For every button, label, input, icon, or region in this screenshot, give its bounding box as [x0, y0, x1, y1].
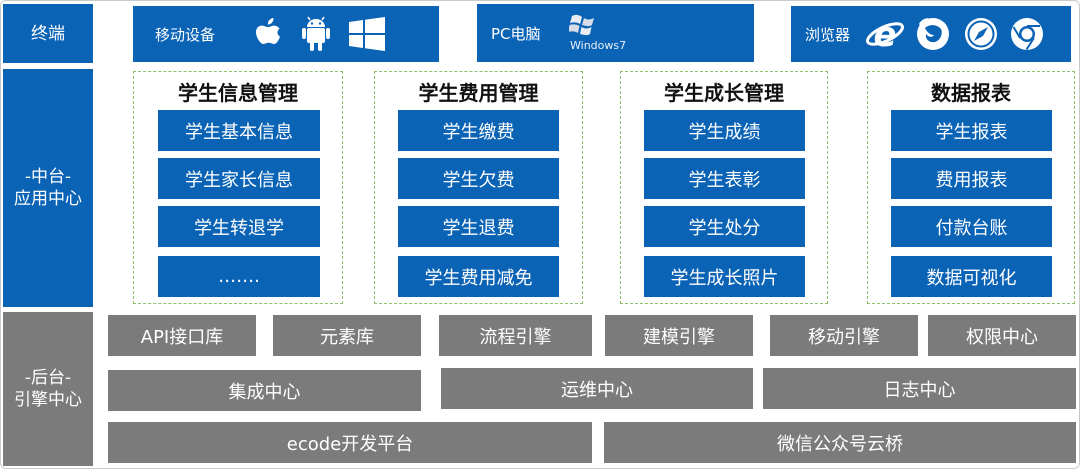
module-title-student-fee: 学生费用管理: [418, 80, 539, 105]
module-item: 学生缴费: [398, 110, 559, 151]
engine-ecode-platform: ecode开发平台: [108, 422, 592, 463]
svg-text:e: e: [873, 15, 896, 54]
module-item: 付款台账: [891, 206, 1052, 247]
row-label-terminal-text: 终端: [31, 23, 65, 44]
engine-ops-center: 运维中心: [441, 368, 753, 409]
chrome-icon: [1009, 16, 1045, 52]
engine-permission-center: 权限中心: [928, 315, 1076, 356]
module-item: 费用报表: [891, 158, 1052, 199]
ie-icon: e: [865, 14, 905, 54]
module-item: 学生成长照片: [644, 256, 805, 297]
engine-modeling: 建模引擎: [605, 315, 753, 356]
engine-log-center: 日志中心: [763, 368, 1076, 409]
engine-workflow: 流程引擎: [439, 315, 592, 356]
module-item: 学生欠费: [398, 158, 559, 199]
module-item: 学生成绩: [644, 110, 805, 151]
row-label-middle: -中台- 应用中心: [3, 69, 93, 307]
module-student-info: [133, 71, 343, 304]
module-item: 学生家长信息: [158, 158, 320, 199]
android-icon: [301, 15, 331, 53]
row-label-backend-line2: 引擎中心: [14, 390, 82, 410]
safari-icon: [963, 16, 999, 52]
module-item: 学生基本信息: [158, 110, 320, 151]
engine-integration-center: 集成中心: [108, 370, 421, 411]
module-item: 学生处分: [644, 206, 805, 247]
windows-icon: [349, 17, 385, 51]
module-item: 学生报表: [891, 110, 1052, 151]
engine-element-library: 元素库: [273, 315, 421, 356]
client-mobile-label: 移动设备: [155, 25, 216, 44]
row-label-terminal: 终端: [3, 4, 93, 63]
row-label-middle-line2: 应用中心: [14, 189, 82, 209]
module-title-student-info: 学生信息管理: [178, 80, 298, 105]
row-label-backend-line1: -后台-: [24, 368, 72, 388]
windows7-badge: Windows7: [570, 39, 627, 52]
module-data-report: [867, 71, 1075, 304]
module-item: 学生费用减免: [398, 256, 559, 297]
client-pc-label: PC电脑: [491, 24, 541, 43]
client-browser: 浏览器 e: [791, 6, 1071, 62]
module-item: …….: [158, 256, 320, 297]
windows-flag-icon: [569, 12, 599, 38]
client-mobile: 移动设备: [133, 6, 439, 62]
row-label-middle-line1: -中台-: [24, 167, 72, 187]
apple-icon: [253, 16, 283, 52]
module-title-student-growth: 学生成长管理: [664, 80, 784, 105]
engine-mobile: 移动引擎: [770, 315, 918, 356]
module-item: 学生表彰: [644, 158, 805, 199]
module-item: 学生退费: [398, 206, 559, 247]
module-item: 学生转退学: [158, 206, 320, 247]
client-browser-label: 浏览器: [805, 25, 851, 44]
engine-api-library: API接口库: [108, 315, 256, 356]
module-student-fee: [374, 71, 583, 304]
row-label-backend: -后台- 引擎中心: [3, 312, 93, 466]
module-title-data-report: 数据报表: [931, 80, 1011, 105]
module-student-growth: [620, 71, 828, 304]
firefox-icon: [915, 16, 951, 52]
client-pc: PC电脑 Windows7: [477, 4, 754, 62]
engine-wechat-bridge: 微信公众号云桥: [604, 422, 1076, 463]
module-item: 数据可视化: [891, 256, 1052, 297]
